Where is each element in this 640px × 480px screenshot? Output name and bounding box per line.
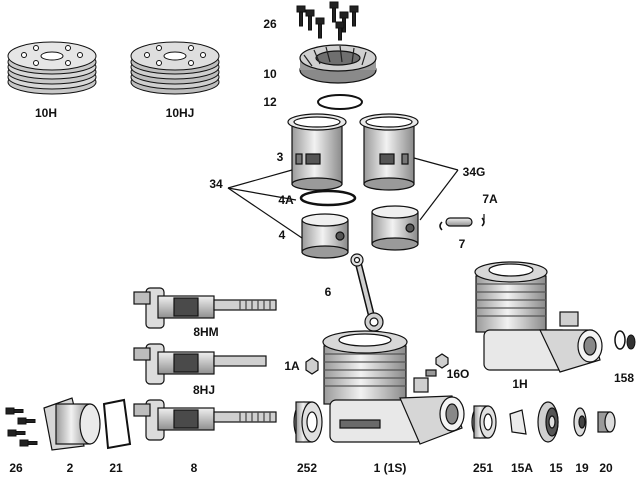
nut-20 [597, 411, 616, 433]
label-15a: 15A [510, 461, 534, 475]
label-16o: 16O [446, 367, 470, 381]
crankshaft-8hj [133, 343, 267, 385]
crankshaft-8 [133, 399, 277, 441]
pin-clips-7a [439, 217, 485, 231]
label-15: 15 [549, 461, 563, 475]
washer-19 [573, 407, 587, 437]
cylinder-liner-34g [359, 113, 419, 191]
piston-4 [301, 213, 349, 259]
label-8hj: 8HJ [192, 383, 216, 397]
piston-34g [371, 205, 419, 251]
label-26-top: 26 [263, 17, 277, 31]
label-8hm: 8HM [193, 325, 219, 339]
label-8: 8 [190, 461, 198, 475]
plug-1a [305, 357, 319, 375]
label-252: 252 [296, 461, 318, 475]
washers-158 [614, 330, 636, 350]
label-1h: 1H [512, 377, 528, 391]
label-4a: 4A [278, 193, 294, 207]
parts-16o [425, 353, 449, 377]
label-19: 19 [575, 461, 589, 475]
label-34: 34 [209, 177, 223, 191]
piston-ring-4a [299, 189, 357, 207]
label-158: 158 [613, 371, 635, 385]
label-1s: 1 (1S) [373, 461, 407, 475]
label-10hj: 10HJ [165, 106, 195, 120]
bearing-251 [471, 405, 497, 439]
label-1a: 1A [284, 359, 300, 373]
cooling-fin-stack-10h [7, 41, 97, 95]
label-20: 20 [599, 461, 613, 475]
label-7: 7 [458, 237, 466, 251]
connecting-rod-6 [350, 253, 384, 332]
label-34g: 34G [462, 165, 486, 179]
label-6: 6 [324, 285, 332, 299]
label-3: 3 [276, 150, 284, 164]
gasket-21 [102, 398, 132, 450]
bearing-252 [293, 401, 323, 443]
label-7a: 7A [482, 192, 498, 206]
label-2: 2 [66, 461, 74, 475]
crankcase-1s [322, 330, 465, 445]
crankshaft-8hm [133, 287, 277, 329]
label-12: 12 [263, 95, 277, 109]
label-251: 251 [472, 461, 494, 475]
label-21: 21 [109, 461, 123, 475]
back-plate-2 [43, 397, 101, 451]
head-screws-top [296, 1, 359, 41]
cylinder-liner-3 [287, 113, 347, 191]
collet-15a [509, 409, 527, 435]
crankcase-1h [474, 261, 603, 373]
cooling-head-10 [299, 44, 377, 84]
label-10: 10 [263, 67, 277, 81]
screws-26-bottom [5, 407, 38, 447]
label-10h: 10H [34, 106, 58, 120]
wrist-pin-7 [445, 217, 473, 227]
gasket-12 [317, 94, 363, 110]
label-4: 4 [278, 228, 286, 242]
cooling-fin-stack-10hj [130, 41, 220, 95]
drive-hub-15 [537, 401, 559, 443]
leader-lines [227, 157, 485, 239]
label-26-bottom: 26 [9, 461, 23, 475]
